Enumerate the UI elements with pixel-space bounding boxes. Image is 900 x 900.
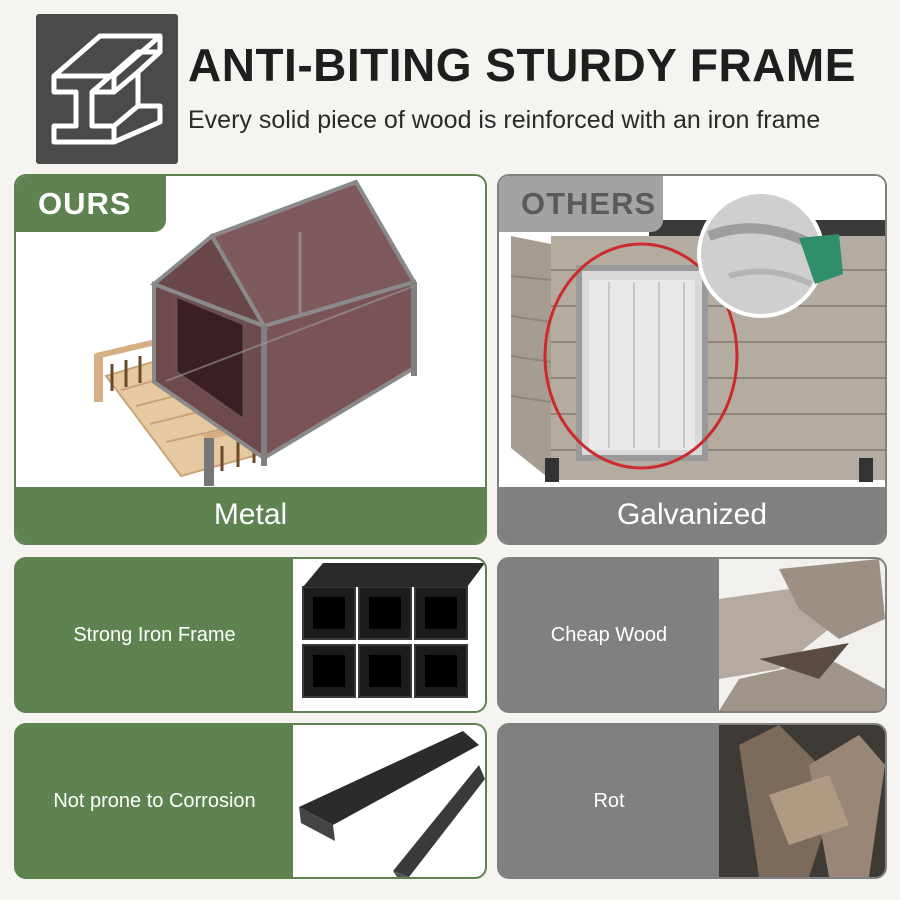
feature-row-iron-frame: Strong Iron Frame	[14, 557, 487, 713]
iron-tubes-image	[293, 559, 485, 711]
feature-label: Strong Iron Frame	[73, 623, 236, 646]
feature-label: Rot	[593, 789, 625, 812]
ours-panel: OURS Metal	[14, 174, 487, 545]
feature-row-corrosion: Not prone to Corrosion	[14, 723, 487, 879]
ours-caption: Metal	[16, 487, 485, 543]
page-title: ANTI-BITING STURDY FRAME	[188, 39, 856, 91]
others-caption: Galvanized	[499, 487, 885, 543]
feature-label: Cheap Wood	[550, 623, 668, 646]
i-beam-logo	[36, 14, 178, 164]
rotten-wood-image	[719, 725, 885, 877]
angle-iron-image	[293, 725, 485, 877]
others-panel: OTHERS Galvanized	[497, 174, 887, 545]
feature-row-cheap-wood: Cheap Wood	[497, 557, 887, 713]
feature-row-rot: Rot	[497, 723, 887, 879]
broken-wood-image	[719, 559, 885, 711]
i-beam-icon	[51, 33, 163, 145]
feature-label: Not prone to Corrosion	[53, 789, 256, 812]
page-subtitle: Every solid piece of wood is reinforced …	[188, 106, 821, 134]
ours-tag: OURS	[16, 176, 166, 232]
metal-dog-house-image	[94, 179, 418, 486]
others-tag: OTHERS	[499, 176, 663, 232]
